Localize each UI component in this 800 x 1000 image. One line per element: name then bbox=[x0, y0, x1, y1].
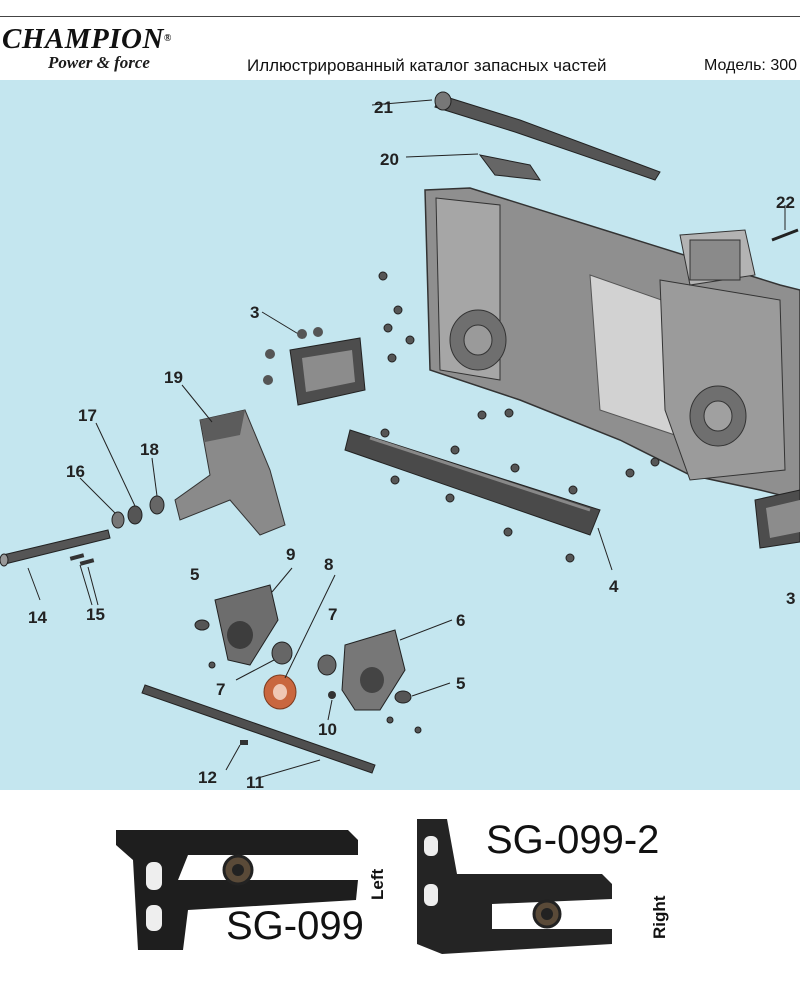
bracket-right-code: SG-099-2 bbox=[486, 818, 660, 862]
bracket-photos-section: SG-099 Left SG-099-2 Right bbox=[0, 790, 800, 1000]
bracket-right-side-label: Right bbox=[650, 895, 669, 939]
callout-12: 12 bbox=[198, 768, 217, 787]
callout-3-left: 3 bbox=[250, 303, 259, 322]
impeller-shaft-part-21 bbox=[371, 91, 661, 181]
callout-22: 22 bbox=[776, 193, 795, 212]
callout-18: 18 bbox=[140, 440, 159, 459]
header-divider bbox=[0, 16, 800, 17]
bracket-left-code: SG-099 bbox=[226, 904, 364, 948]
callout-5-right: 5 bbox=[456, 674, 465, 693]
callout-20: 20 bbox=[380, 150, 399, 169]
auger-shaft-part-14 bbox=[0, 529, 111, 601]
exploded-parts-diagram: 21 20 22 3 19 17 18 16 14 15 5 9 8 7 7 6… bbox=[0, 80, 800, 790]
callout-17: 17 bbox=[78, 406, 97, 425]
bracket-right-image bbox=[417, 819, 612, 954]
catalog-header: CHAMPION® Power & force Иллюстрированный… bbox=[0, 0, 800, 80]
key-part-15 bbox=[69, 553, 99, 606]
pin-part-22 bbox=[771, 228, 799, 242]
champion-logo: CHAMPION® Power & force bbox=[2, 24, 172, 72]
callout-7-right: 7 bbox=[328, 605, 337, 624]
bracket-part-20 bbox=[405, 153, 542, 181]
callout-14: 14 bbox=[28, 608, 47, 627]
callout-21: 21 bbox=[374, 98, 393, 117]
callout-6: 6 bbox=[456, 611, 465, 630]
hardware-fasteners bbox=[208, 271, 660, 734]
bracket-left-image bbox=[116, 830, 358, 950]
model-label: Модель: 300 bbox=[704, 57, 798, 74]
bolt-part-10 bbox=[327, 691, 336, 721]
drive-shaft-part-11 bbox=[141, 684, 376, 779]
logo-brand: CHAMPION bbox=[2, 23, 164, 55]
callout-3-right: 3 bbox=[786, 589, 795, 608]
diagram-drawing: 21 20 22 3 19 17 18 16 14 15 5 9 8 7 7 6… bbox=[0, 91, 800, 790]
auger-housing bbox=[424, 187, 800, 501]
gearbox-housing-part-19 bbox=[174, 384, 286, 536]
logo-tagline: Power & force bbox=[48, 53, 150, 72]
logo-registered-mark: ® bbox=[163, 33, 172, 44]
callout-10: 10 bbox=[318, 720, 337, 739]
bracket-left-side-label: Left bbox=[368, 868, 387, 900]
bearing-stack-parts-16-17-18 bbox=[79, 422, 165, 529]
scraper-bar-part-4 bbox=[344, 429, 613, 571]
gear-cover-part-6 bbox=[317, 619, 453, 711]
callout-5-left: 5 bbox=[190, 565, 199, 584]
callout-16: 16 bbox=[66, 462, 85, 481]
gear-cover-part-9 bbox=[194, 567, 293, 666]
callout-9: 9 bbox=[286, 545, 295, 564]
bushing-part-7-left bbox=[235, 641, 293, 681]
photo-bracket-left: SG-099 Left bbox=[108, 800, 390, 958]
callout-4: 4 bbox=[609, 577, 619, 596]
callout-8: 8 bbox=[324, 555, 333, 574]
photo-bracket-right: SG-099-2 Right bbox=[402, 814, 672, 964]
skid-shoe-part-3 bbox=[261, 311, 366, 406]
bearing-part-8 bbox=[263, 574, 336, 710]
callout-11: 11 bbox=[246, 773, 264, 790]
skid-shoe-part-3-right bbox=[754, 489, 800, 549]
callout-15: 15 bbox=[86, 605, 105, 624]
callout-19: 19 bbox=[164, 368, 183, 387]
callout-7-left: 7 bbox=[216, 680, 225, 699]
catalog-title: Иллюстрированный каталог запасных частей bbox=[247, 56, 607, 75]
